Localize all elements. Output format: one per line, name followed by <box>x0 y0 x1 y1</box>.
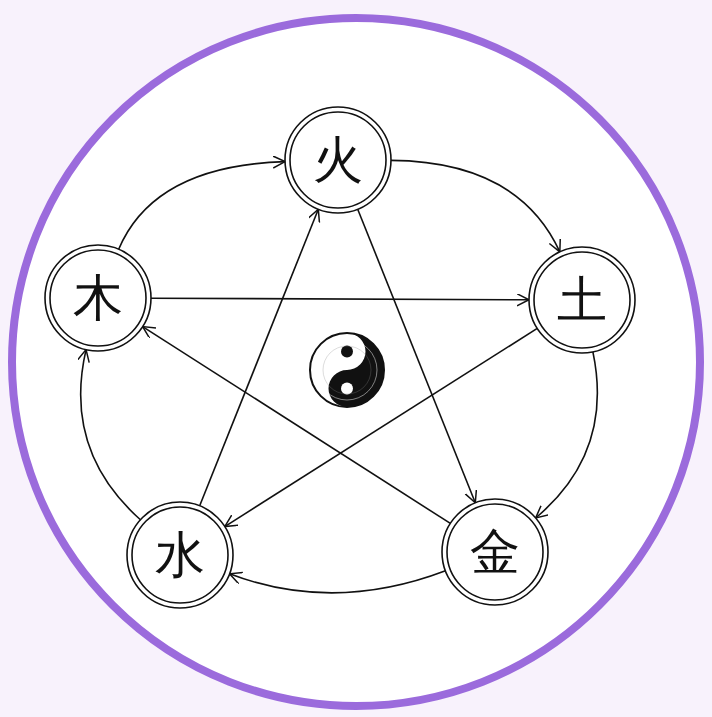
overcoming-arrow <box>151 298 529 300</box>
generating-arrow <box>230 571 446 593</box>
generating-arrow <box>391 160 560 251</box>
element-glyph: 木 <box>73 273 123 323</box>
element-glyph: 土 <box>557 275 607 325</box>
overcoming-arrow <box>143 327 451 524</box>
element-glyph: 火 <box>313 135 363 185</box>
frame-circle <box>12 18 700 706</box>
generating-arrow <box>536 352 598 518</box>
element-circle: 土 <box>527 245 637 355</box>
element-circle: 火 <box>283 105 393 215</box>
element-circle: 金 <box>440 497 550 607</box>
element-glyph: 水 <box>155 530 205 580</box>
element-circle: 水 <box>125 500 235 610</box>
element-circle: 木 <box>43 243 153 353</box>
yin-yang-symbol <box>310 333 384 407</box>
overcoming-arrow <box>200 209 319 506</box>
generating-arrow <box>81 350 141 520</box>
overcoming-arrow <box>358 209 476 503</box>
overcoming-arrow <box>225 328 537 526</box>
element-glyph: 金 <box>470 527 520 577</box>
generating-arrow <box>119 162 285 250</box>
